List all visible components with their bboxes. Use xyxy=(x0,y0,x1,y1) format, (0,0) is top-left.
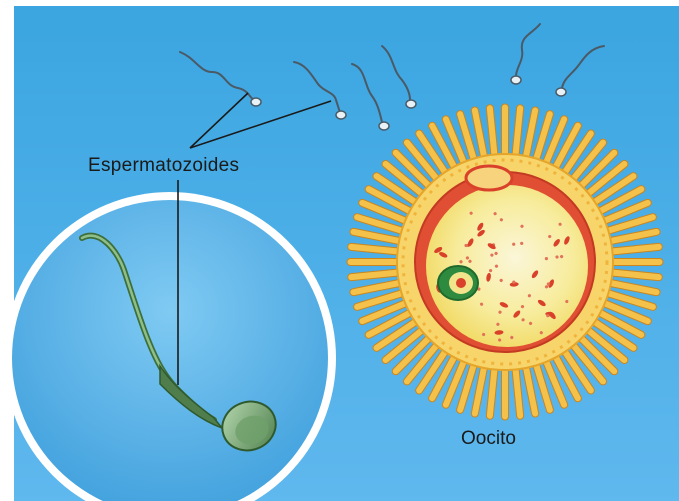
page-edge xyxy=(0,0,14,501)
oocyte-illustration xyxy=(347,104,663,420)
sperm-label: Espermatozoides xyxy=(88,155,239,177)
nucleolus xyxy=(456,278,466,288)
page-edge-top xyxy=(14,0,679,6)
cytoplasm xyxy=(426,185,588,347)
polar-body xyxy=(466,166,512,190)
oocyte-label: Oocito xyxy=(461,428,516,450)
